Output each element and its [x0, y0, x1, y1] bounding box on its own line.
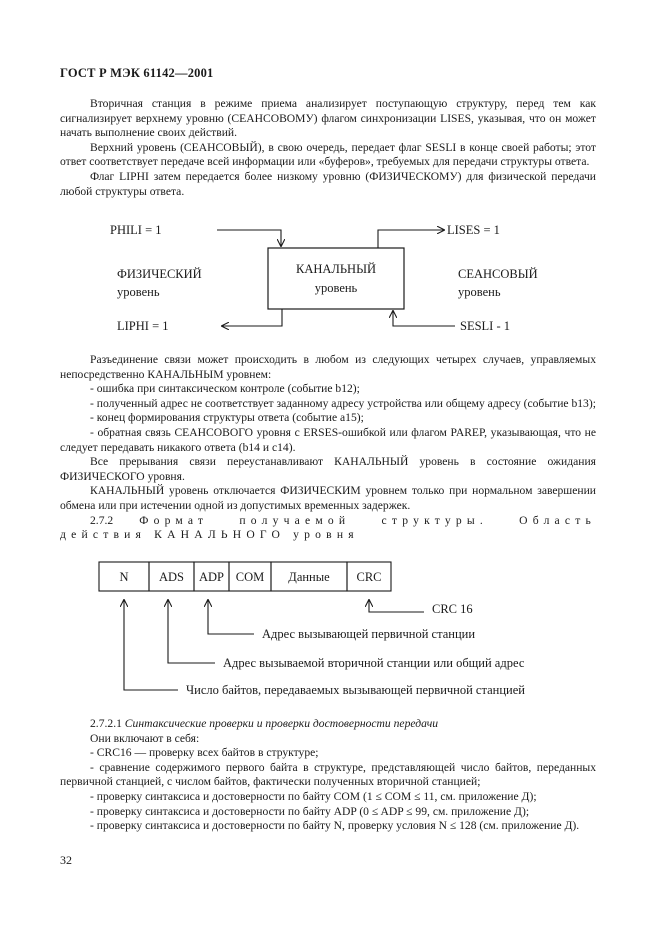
field-crc: CRC	[356, 570, 381, 584]
list-item: - проверку синтаксиса и достоверности по…	[90, 789, 537, 803]
paragraph: Флаг LIPHI затем передается более низком…	[60, 169, 596, 198]
field-com: COM	[236, 570, 264, 584]
field-ads: ADS	[159, 570, 184, 584]
list-item: - проверку синтаксиса и достоверности по…	[90, 819, 580, 833]
section-heading: 2.7.2 Формат получаемой структуры. Облас…	[60, 514, 596, 543]
list-item: - CRC16 — проверку всех байтов в структу…	[90, 746, 319, 760]
frame-fields: N ADS ADP COM Данные CRC	[98, 561, 392, 592]
liphi-label: LIPHI = 1	[117, 319, 169, 333]
lises-arrow	[377, 230, 444, 248]
paragraph: Они включают в себя:	[90, 731, 200, 745]
paragraph: Вторичная станция в режиме приема анализ…	[60, 97, 596, 140]
n-arrow	[124, 600, 178, 691]
sync-flags-diagram: PHILI = 1 LISES = 1 ФИЗИЧЕСКИЙ уровень К…	[110, 223, 538, 333]
channel-level-title: КАНАЛЬНЫЙ	[296, 262, 376, 276]
channel-level-box	[267, 247, 405, 310]
physical-level-subtitle: уровень	[117, 285, 160, 299]
field-data: Данные	[288, 570, 330, 584]
adp-arrow	[208, 600, 254, 635]
channel-level-subtitle: уровень	[315, 281, 358, 295]
ads-caption: Адрес вызываемой вторичной станции или о…	[223, 656, 525, 670]
subsection-title: Синтаксические проверки и проверки досто…	[124, 717, 439, 730]
subsection-number: 2.7.2.1	[90, 717, 122, 730]
ads-arrow	[168, 600, 215, 664]
phili-arrow	[217, 229, 281, 246]
field-crc-box	[346, 561, 392, 592]
physical-level-title: ФИЗИЧЕСКИЙ	[117, 267, 202, 281]
paragraph: Разъединение связи может происходить в л…	[60, 353, 596, 381]
list-item: - полученный адрес не соответствует зада…	[90, 396, 596, 410]
session-level-subtitle: уровень	[458, 285, 501, 299]
sesli-arrow	[393, 311, 455, 327]
list-item: - обратная связь СЕАНСОВОГО уровня с ERS…	[60, 425, 596, 454]
paragraph: КАНАЛЬНЫЙ уровень отключается ФИЗИЧЕСКИМ…	[60, 484, 596, 512]
field-n: N	[119, 570, 128, 584]
crc-caption: CRC 16	[432, 602, 473, 616]
section-number: 2.7.2	[90, 513, 114, 527]
section-title: Формат получаемой структуры. Область дей…	[60, 513, 596, 542]
subsection-heading: 2.7.2.1 Синтаксические проверки и провер…	[60, 717, 596, 732]
paragraph: Все прерывания связи переустанавливают К…	[60, 455, 596, 483]
document-header: ГОСТ Р МЭК 61142—2001	[60, 66, 214, 80]
n-caption: Число байтов, передаваемых вызывающей пе…	[186, 683, 525, 697]
list-item: - сравнение содержимого первого байта в …	[60, 760, 596, 789]
checks-block: 2.7.2.1 Синтаксические проверки и провер…	[60, 717, 596, 834]
field-adp: ADP	[199, 570, 224, 584]
phili-label: PHILI = 1	[110, 223, 162, 237]
sesli-label: SESLI - 1	[460, 319, 510, 333]
liphi-arrow	[222, 309, 283, 326]
disconnect-block: Разъединение связи может происходить в л…	[60, 353, 596, 543]
page-number: 32	[60, 853, 72, 867]
intro-block: Вторичная станция в режиме приема анализ…	[60, 97, 596, 199]
list-item: - проверку синтаксиса и достоверности по…	[90, 804, 530, 818]
paragraph: Верхний уровень (СЕАНСОВЫЙ), в свою очер…	[60, 140, 596, 169]
crc-arrow	[369, 600, 424, 613]
adp-caption: Адрес вызывающей первичной станции	[262, 627, 475, 641]
session-level-title: СЕАНСОВЫЙ	[458, 267, 538, 281]
list-item: - ошибка при синтаксическом контроле (со…	[90, 382, 360, 396]
frame-format-diagram: N ADS ADP COM Данные CRC CRC 16 Адрес вы…	[98, 561, 525, 697]
list-item: - конец формирования структуры ответа (с…	[90, 411, 364, 425]
lises-label: LISES = 1	[447, 223, 500, 237]
